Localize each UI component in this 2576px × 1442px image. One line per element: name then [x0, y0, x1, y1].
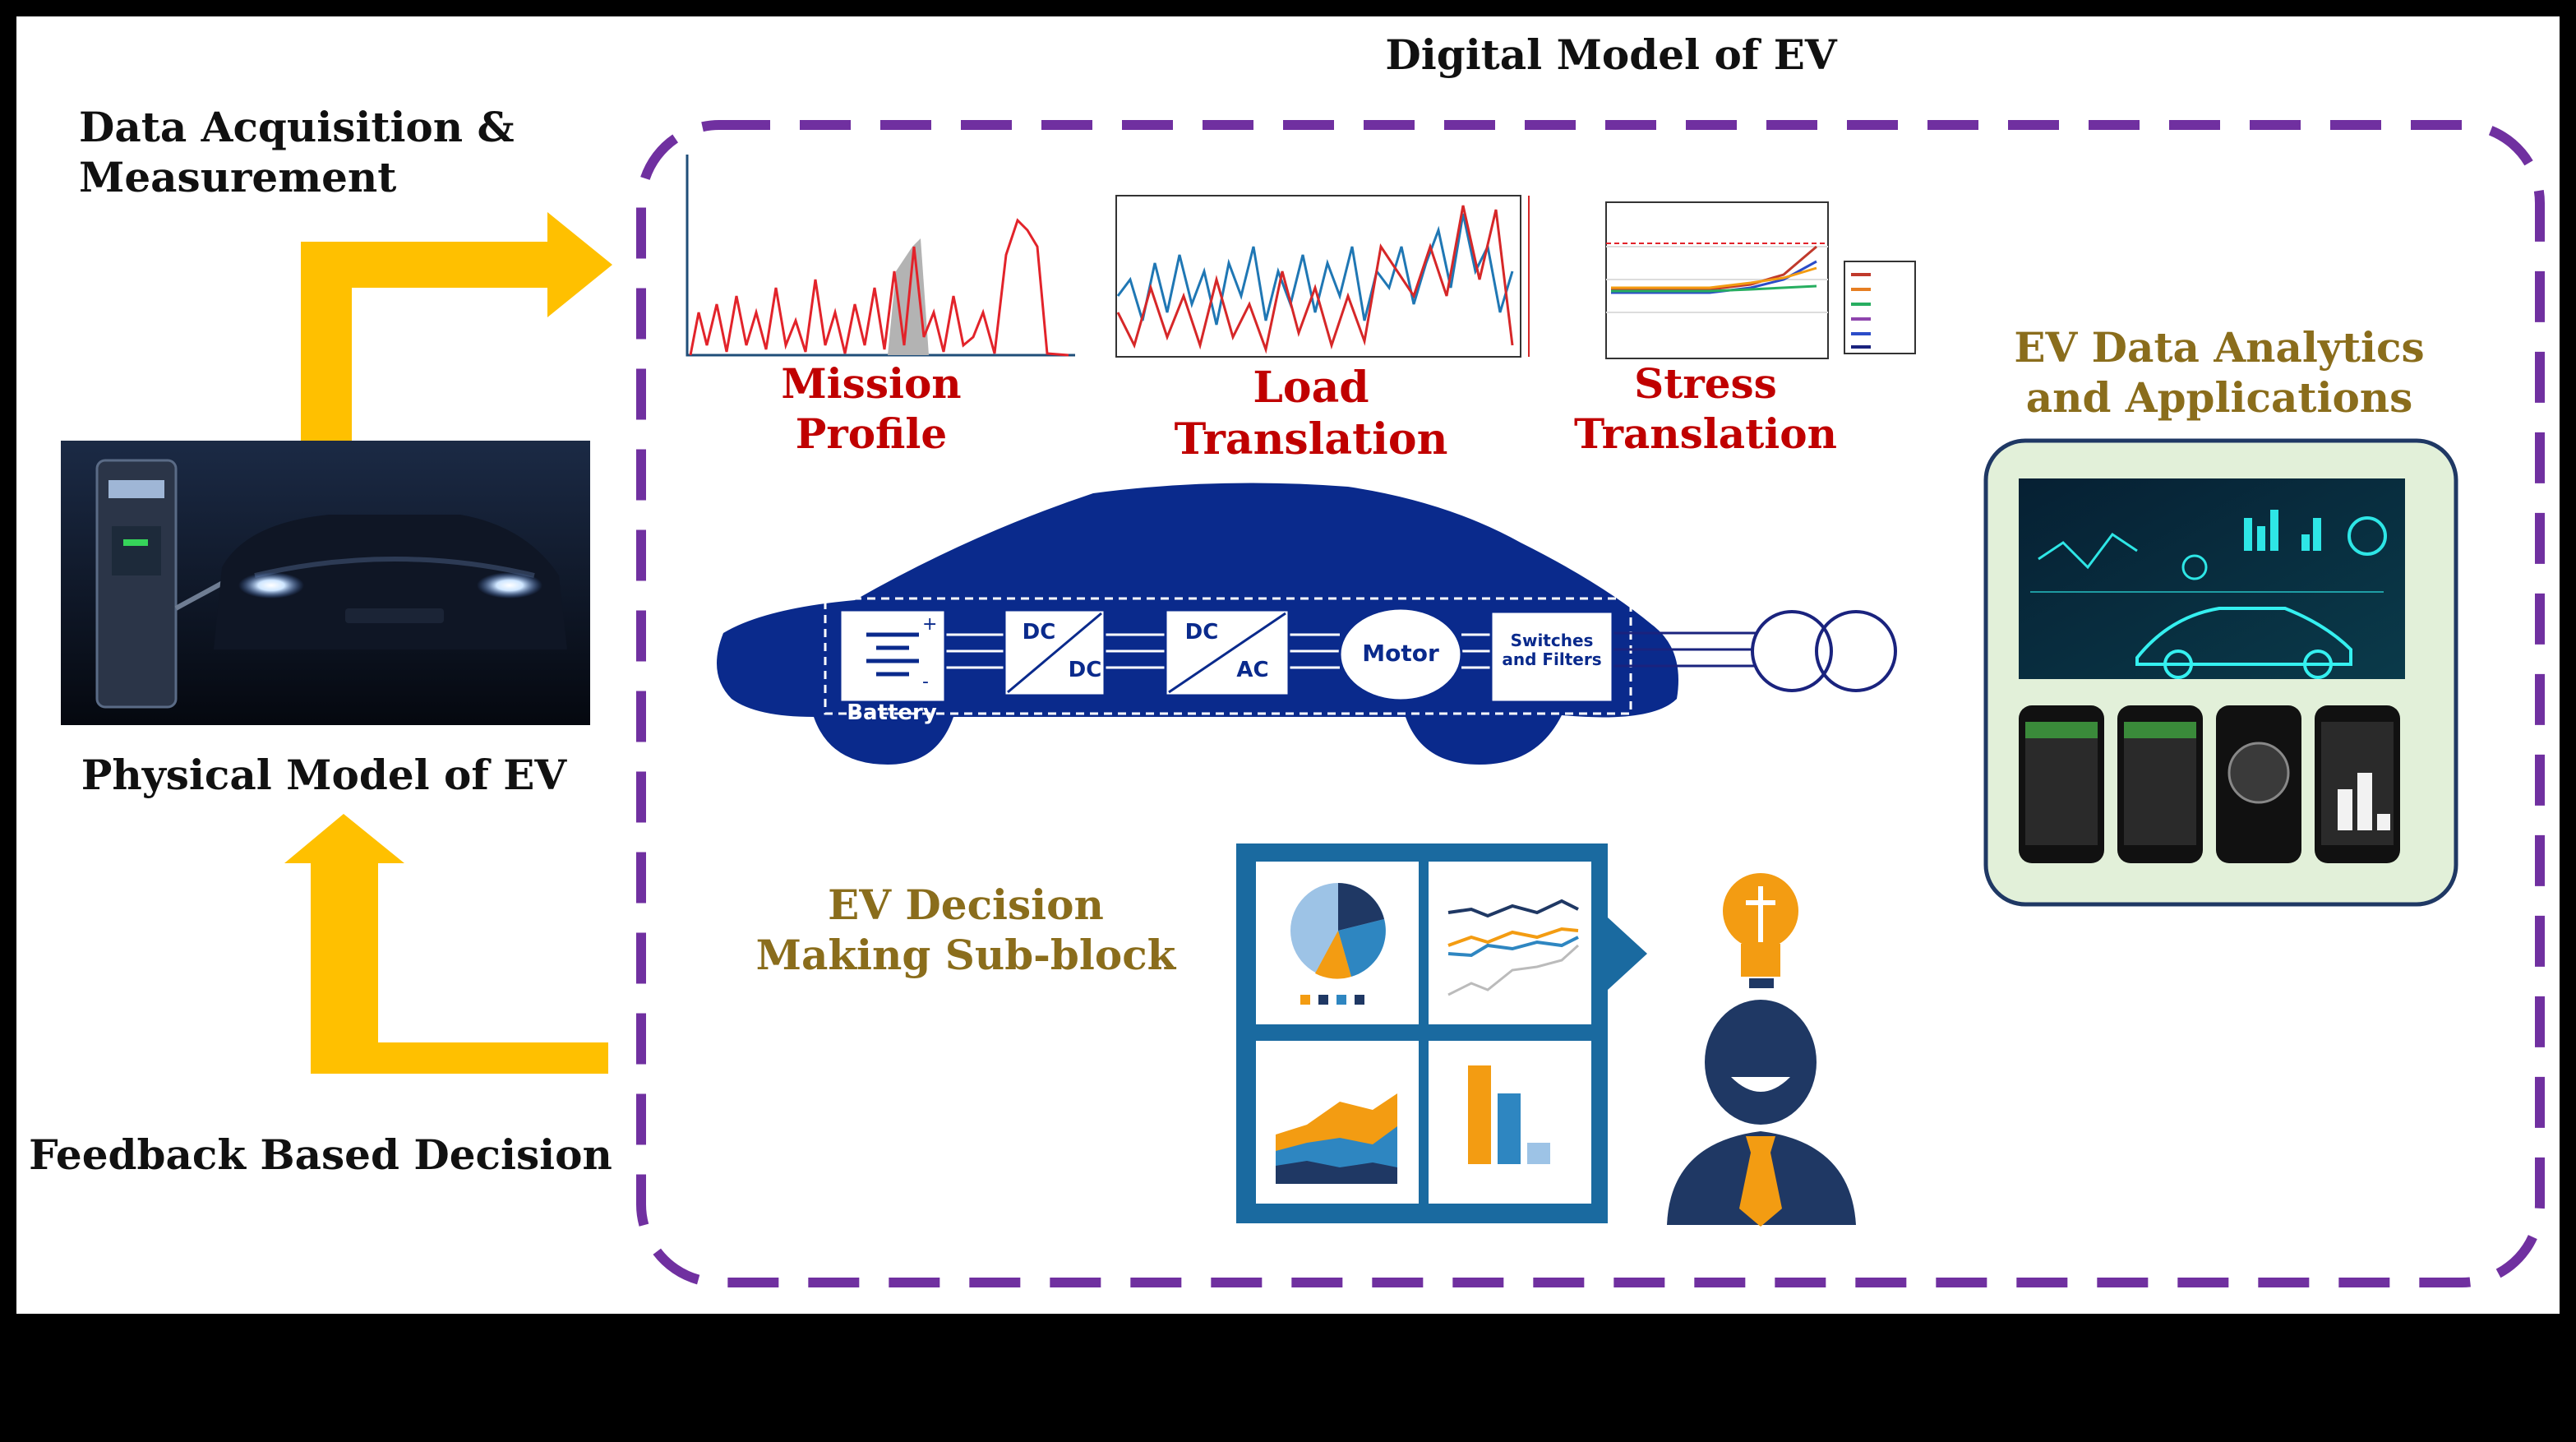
feedback-arrow — [284, 814, 608, 1074]
dcac-bottom-label: AC — [1236, 658, 1269, 682]
switches-line2: and Filters — [1502, 649, 1602, 669]
decision-board — [1236, 843, 1647, 1223]
ev-powertrain-car: + - — [717, 483, 1897, 765]
svg-text:-: - — [922, 672, 929, 692]
analytics-label: EV Data Analytics and Applications — [1940, 322, 2499, 423]
dcac-block — [1164, 608, 1290, 697]
decision-line2: Making Sub-block — [755, 931, 1176, 979]
charging-station-icon — [95, 459, 249, 709]
mission-line1: Mission — [781, 359, 962, 408]
stress-line2: Translation — [1574, 409, 1837, 458]
switches-filters-block — [1489, 610, 1614, 704]
switches-line1: Switches — [1510, 631, 1594, 650]
businessman-icon — [1667, 1000, 1856, 1227]
dcdc-block — [1003, 608, 1106, 697]
lightbulb-icon — [1723, 873, 1798, 988]
switches-label: Switches and Filters — [1491, 631, 1613, 669]
dcdc-bottom-label: DC — [1068, 658, 1102, 682]
pie-chart-icon — [1290, 883, 1386, 1005]
dcdc-top-label: DC — [1022, 620, 1056, 645]
stress-translation-label: Stress Translation — [1562, 358, 1849, 459]
decision-line1: EV Decision — [828, 880, 1104, 929]
mission-profile-chart — [684, 155, 1075, 357]
analytics-box — [1983, 438, 2458, 907]
data-acquisition-line2: Measurement — [79, 153, 397, 201]
data-acquisition-line1: Data Acquisition & — [79, 103, 515, 151]
mission-profile-label: Mission Profile — [740, 358, 1003, 459]
digital-model-frame — [636, 120, 2545, 1287]
decision-label: EV Decision Making Sub-block — [723, 880, 1208, 980]
motor-block — [1338, 607, 1463, 702]
data-acquisition-label: Data Acquisition & Measurement — [79, 102, 589, 202]
stress-line1: Stress — [1634, 359, 1777, 408]
smartphone-icon — [2019, 705, 2400, 863]
motor-label: Motor — [1362, 640, 1439, 667]
mission-line2: Profile — [795, 409, 948, 458]
physical-ev-photo — [61, 441, 590, 725]
analytics-line1: EV Data Analytics — [2014, 323, 2425, 372]
dcac-top-label: DC — [1184, 620, 1219, 645]
load-translation-chart — [1115, 195, 1530, 358]
digital-model-title: Digital Model of EV — [1385, 30, 1837, 79]
load-translation-label: Load Translation — [1167, 362, 1455, 466]
stress-translation-chart — [1605, 201, 1916, 359]
svg-text:+: + — [922, 614, 937, 635]
load-line2: Translation — [1174, 414, 1448, 465]
feedback-label: Feedback Based Decision — [29, 1130, 612, 1179]
data-acquisition-arrow — [301, 212, 612, 441]
battery-label: Battery — [847, 700, 937, 725]
analytics-dashboard-image — [2019, 478, 2405, 679]
load-line1: Load — [1253, 363, 1369, 413]
physical-model-label: Physical Model of EV — [81, 751, 567, 799]
analytics-line2: and Applications — [2025, 373, 2413, 422]
electric-car-icon — [214, 515, 567, 649]
battery-block: + - — [838, 608, 947, 704]
